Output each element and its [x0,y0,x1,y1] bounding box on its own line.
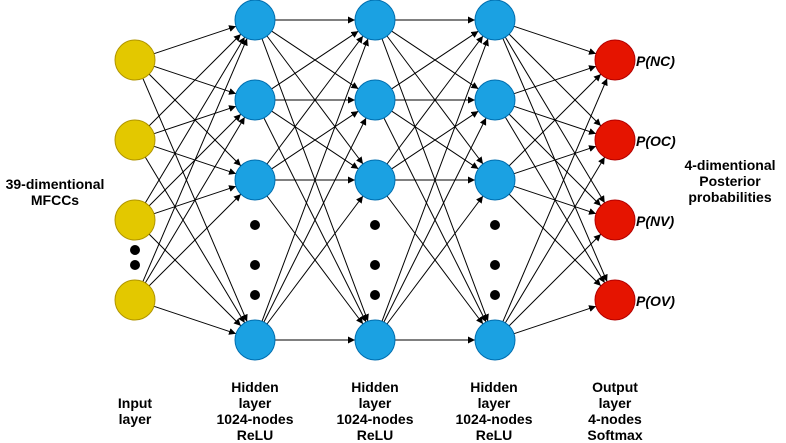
connection-edge [148,193,242,287]
connection-edge [513,25,597,55]
layer-label-line: layer [238,395,272,411]
layer-label-line: 4-nodes [588,411,642,427]
layer-label-line: layer [118,411,152,427]
output-node [594,279,636,321]
layer-label-line: Input [117,395,153,411]
ellipsis-dot [370,260,380,270]
connection-edge [502,78,608,322]
layer-label-line: layer [477,395,511,411]
output-node [594,39,636,81]
ellipsis-dot [130,260,140,270]
layer-label-line: layer [358,395,392,411]
connection-edge [261,38,369,322]
connection-edge [148,233,242,327]
input-node [114,199,156,241]
output-node-label: P(NC) [636,53,675,69]
connection-edge [513,65,597,95]
connection-edge [266,195,364,325]
connection-edge [383,117,487,323]
connection-edge [148,33,242,127]
layer-label-line: Hidden [470,379,518,395]
input-node [114,279,156,321]
layer-label-line: Output [592,379,638,395]
layer-label-line: ReLU [356,427,394,443]
connections [142,16,608,344]
layer-label-hidden-1: Hidden layer 1024-nodes ReLU [210,379,300,443]
connection-edge [513,305,597,335]
connection-edge [142,38,248,282]
connection-edge [266,35,364,165]
connection-edge [391,30,479,90]
connection-edge [508,233,602,327]
connection-edge [263,117,367,323]
layer-label-hidden-3: Hidden layer 1024-nodes ReLU [449,379,539,443]
hidden2-node [354,0,396,41]
layer-label-input: Input layer [95,395,175,427]
layer-label-line: Hidden [351,379,399,395]
input-description-line: 39-dimentional [5,176,105,192]
hidden3-node [474,79,516,121]
connection-edge [391,110,479,170]
connection-edge [144,36,246,204]
input-description: 39-dimentional MFCCs [0,176,110,208]
ellipsis-dot [490,220,500,230]
output-description-line: 4-dimentional [684,157,776,173]
layer-label-line: 1024-nodes [455,411,533,427]
layer-label-line: Softmax [587,427,643,443]
connection-edge [508,73,602,167]
output-node-label: P(OC) [636,133,676,149]
output-description-line: Posterior [699,173,761,189]
ellipsis-dot [250,290,260,300]
connection-edge [271,30,359,90]
layer-label-line: 1024-nodes [336,411,414,427]
ellipsis-dot [250,260,260,270]
ellipsis-dot [370,220,380,230]
hidden2-node [354,159,396,201]
connection-edge [513,145,597,175]
hidden2-node [354,79,396,121]
output-node [594,199,636,241]
input-node [114,119,156,161]
output-node-label: P(OV) [636,293,675,309]
connection-edge [386,35,484,165]
layer-label-hidden-2: Hidden layer 1024-nodes ReLU [330,379,420,443]
connection-edge [153,25,237,55]
layer-label-line: layer [598,395,632,411]
connection-edge [386,195,484,325]
hidden1-node [234,159,276,201]
output-node [594,119,636,161]
hidden1-node [234,79,276,121]
ellipsis-dot [490,290,500,300]
nodes [114,0,636,361]
hidden2-node [354,319,396,361]
output-node-label: P(NV) [636,213,675,229]
output-description-line: probabilities [688,189,772,205]
ellipsis-dot [250,220,260,230]
connection-edge [271,110,359,170]
hidden3-node [474,159,516,201]
connection-edge [144,116,246,284]
output-description: 4-dimentional Posterior probabilities [676,157,784,205]
hidden1-node [234,319,276,361]
ellipsis-dot [130,245,140,255]
ellipsis-dot [370,290,380,300]
ellipsis-dot [490,260,500,270]
layer-label-line: ReLU [236,427,274,443]
layer-label-line: Hidden [231,379,279,395]
hidden3-node [474,0,516,41]
hidden1-node [234,0,276,41]
layer-label-line: 1024-nodes [216,411,294,427]
connection-edge [504,156,606,324]
connection-edge [153,305,237,335]
connection-edge [381,38,489,322]
hidden3-node [474,319,516,361]
input-description-line: MFCCs [30,192,80,208]
layer-label-line: ReLU [475,427,513,443]
input-node [114,39,156,81]
ellipsis-dots [130,220,500,300]
layer-label-output: Output layer 4-nodes Softmax [570,379,660,443]
